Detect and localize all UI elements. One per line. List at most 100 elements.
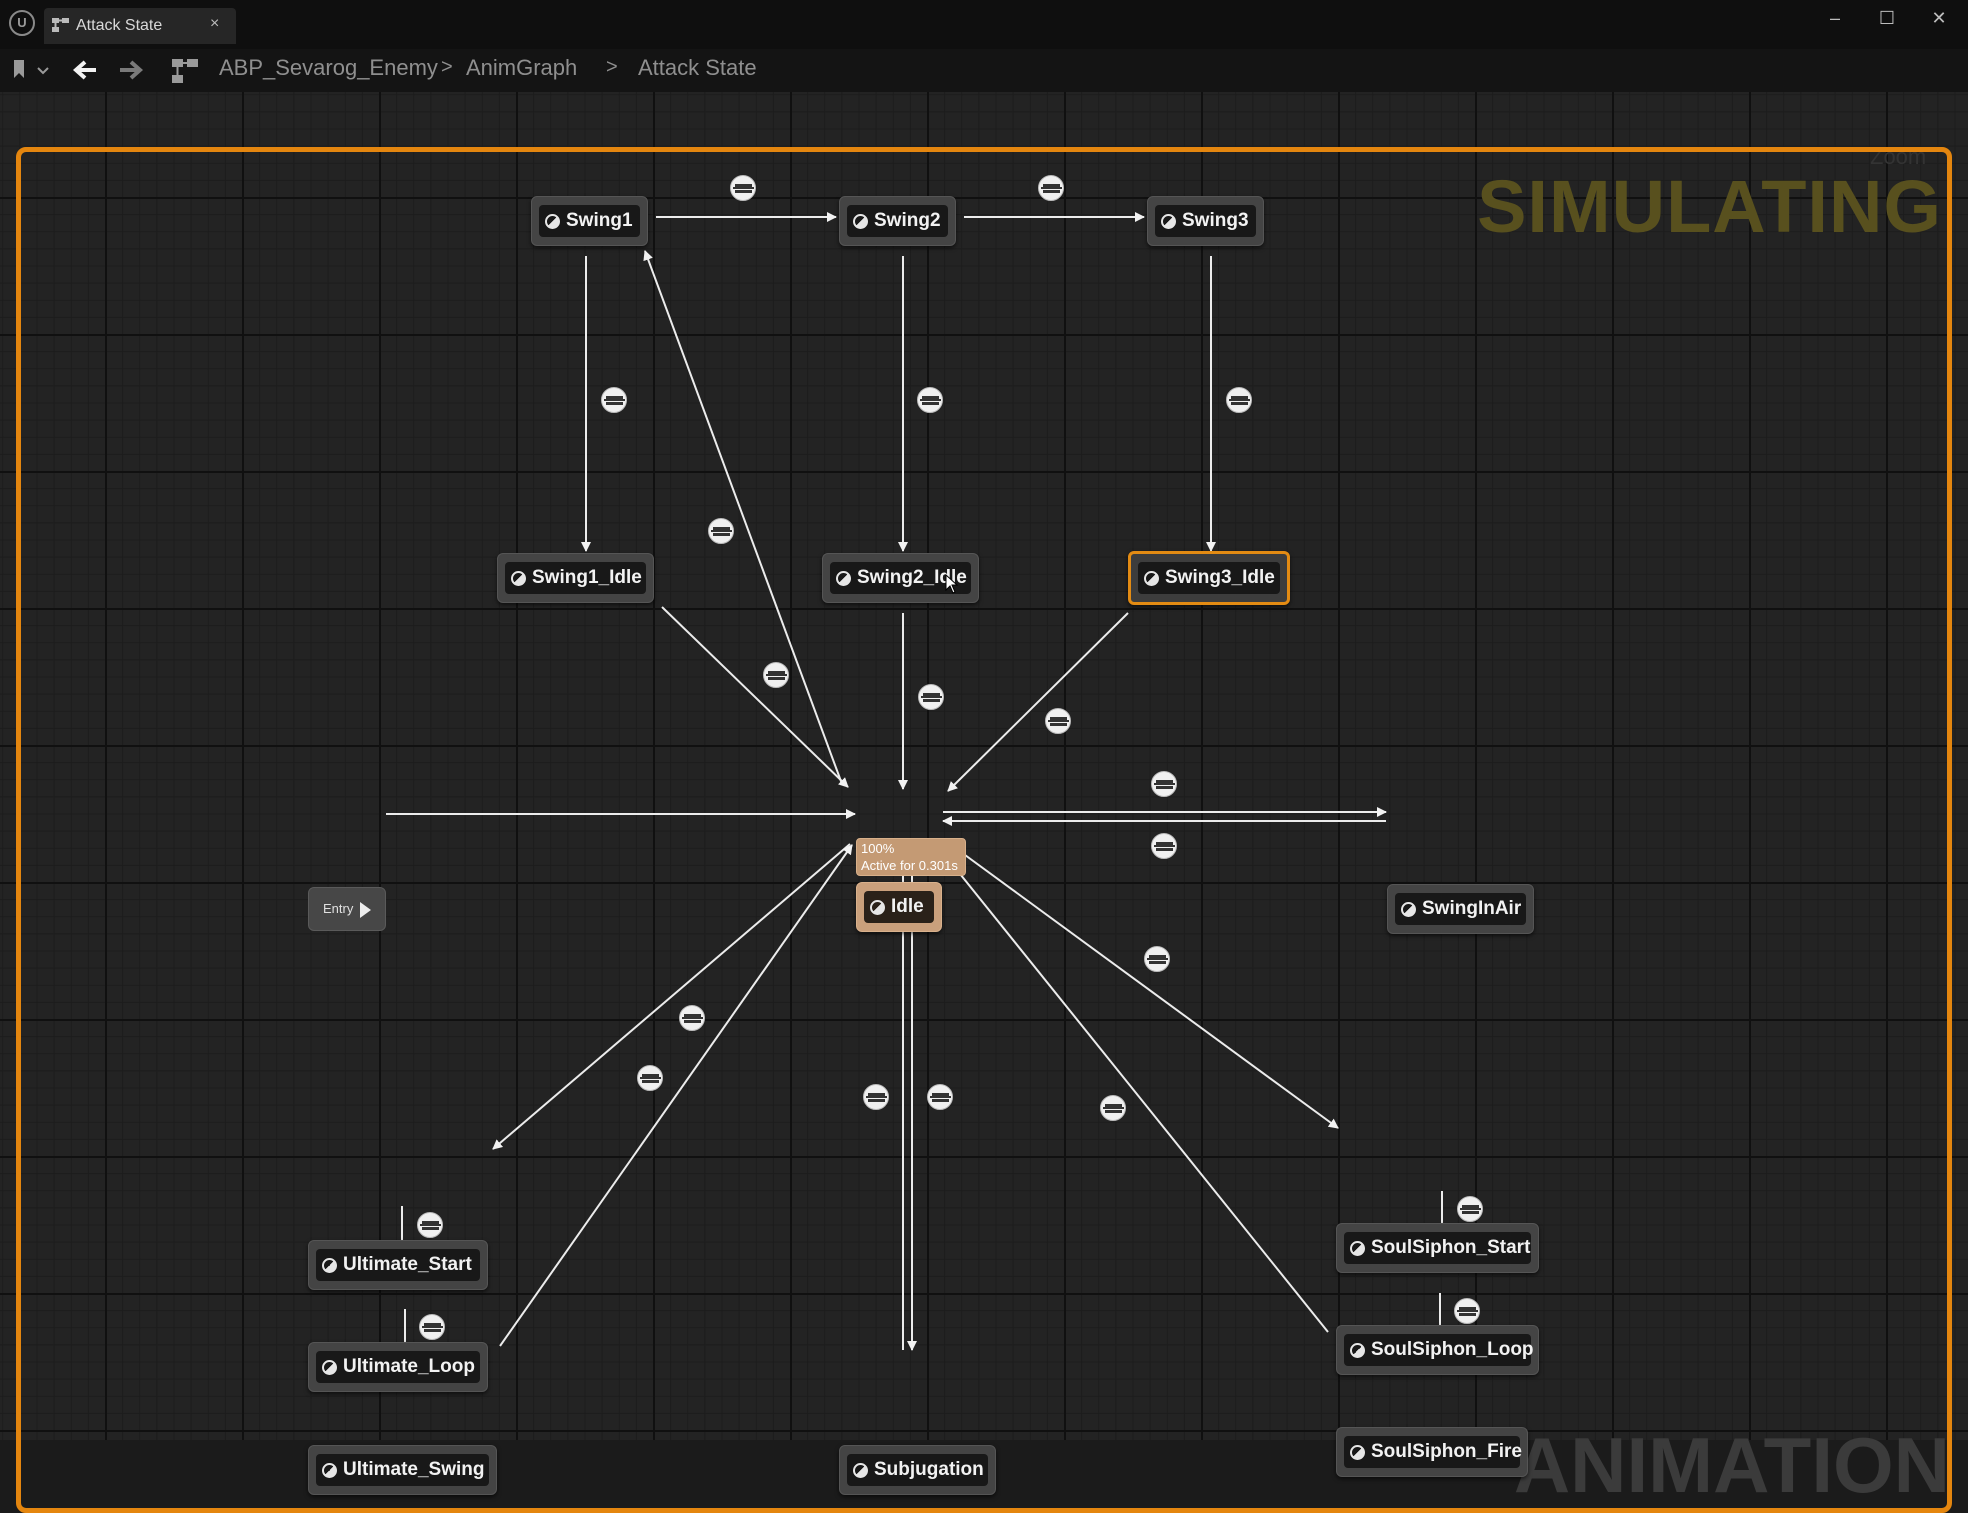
state-icon bbox=[322, 1462, 337, 1478]
state-label: Swing1_Idle bbox=[532, 567, 642, 588]
transition-rule-icon[interactable] bbox=[918, 684, 944, 710]
state-machine-graph-icon bbox=[172, 59, 198, 83]
transition-rule-icon[interactable] bbox=[1100, 1095, 1126, 1121]
transition-rule-icon[interactable] bbox=[1457, 1196, 1483, 1222]
transition-rule-icon[interactable] bbox=[730, 175, 756, 201]
entry-node[interactable]: Entry bbox=[308, 887, 386, 931]
state-swing2-idle[interactable]: Swing2_Idle bbox=[822, 553, 979, 603]
state-machine-tab-icon bbox=[52, 18, 69, 32]
transition-rule-icon[interactable] bbox=[917, 387, 943, 413]
breadcrumb-separator: > bbox=[606, 56, 618, 78]
state-swing2[interactable]: Swing2 bbox=[839, 196, 956, 246]
transition-rule-icon[interactable] bbox=[601, 387, 627, 413]
breadcrumb-animgraph[interactable]: AnimGraph bbox=[466, 55, 578, 80]
simulating-watermark: SIMULATING bbox=[1477, 165, 1942, 248]
state-icon bbox=[1161, 213, 1176, 229]
title-bar: U Attack State × – ☐ ✕ bbox=[0, 0, 1968, 49]
state-label: Idle bbox=[891, 896, 924, 917]
entry-pin-icon[interactable] bbox=[360, 902, 371, 918]
wire-soulsiphon-fire-idle[interactable] bbox=[939, 848, 1329, 1333]
forward-arrow-icon[interactable] bbox=[118, 59, 144, 81]
active-time: Active for 0.301s bbox=[861, 858, 958, 873]
transition-rule-icon[interactable] bbox=[1038, 175, 1064, 201]
back-arrow-icon[interactable] bbox=[72, 59, 98, 81]
transition-rule-icon[interactable] bbox=[419, 1314, 445, 1340]
close-button[interactable]: ✕ bbox=[1931, 8, 1947, 28]
state-label: Swing3_Idle bbox=[1165, 567, 1275, 588]
transition-wires bbox=[386, 212, 1447, 1353]
state-swinginair[interactable]: SwingInAir bbox=[1387, 884, 1534, 934]
active-state-badge: 100% Active for 0.301s bbox=[856, 838, 966, 876]
state-label: Ultimate_Swing bbox=[343, 1459, 485, 1480]
state-icon bbox=[1350, 1444, 1365, 1460]
state-soulsiphon-fire[interactable]: SoulSiphon_Fire bbox=[1336, 1427, 1528, 1477]
mouse-cursor-icon bbox=[945, 574, 959, 594]
tab-close-icon[interactable]: × bbox=[210, 15, 220, 32]
transition-rule-icon[interactable] bbox=[708, 518, 734, 544]
state-soulsiphon-start[interactable]: SoulSiphon_Start bbox=[1336, 1223, 1539, 1273]
tab-title: Attack State bbox=[76, 17, 163, 34]
state-label: Subjugation bbox=[874, 1459, 984, 1480]
state-icon bbox=[1401, 901, 1416, 917]
state-icon bbox=[853, 1462, 868, 1478]
state-subjugation[interactable]: Subjugation bbox=[839, 1445, 996, 1495]
state-label: SoulSiphon_Start bbox=[1371, 1237, 1531, 1258]
transition-rule-icon[interactable] bbox=[1144, 946, 1170, 972]
transition-rule-icon[interactable] bbox=[637, 1065, 663, 1091]
wire-idle-soulsiphon-start[interactable] bbox=[949, 843, 1339, 1129]
state-ultimate-loop[interactable]: Ultimate_Loop bbox=[308, 1342, 488, 1392]
state-label: SoulSiphon_Loop bbox=[1371, 1339, 1534, 1360]
wire-swing3-idle-idle[interactable] bbox=[947, 612, 1129, 792]
state-icon bbox=[836, 570, 851, 586]
state-ultimate-start[interactable]: Ultimate_Start bbox=[308, 1240, 488, 1290]
state-icon bbox=[1350, 1240, 1365, 1256]
wire-swing1-idle-idle[interactable] bbox=[661, 606, 849, 788]
transition-rule-icon[interactable] bbox=[763, 662, 789, 688]
transition-rule-icon[interactable] bbox=[863, 1084, 889, 1110]
state-icon bbox=[511, 570, 526, 586]
state-idle[interactable]: Idle bbox=[856, 882, 942, 932]
breadcrumb-separator: > bbox=[441, 56, 453, 78]
maximize-button[interactable]: ☐ bbox=[1878, 8, 1896, 28]
state-label: Swing2_Idle bbox=[857, 567, 967, 588]
active-weight: 100% bbox=[861, 841, 895, 856]
state-label: SoulSiphon_Fire bbox=[1371, 1441, 1522, 1462]
state-swing1[interactable]: Swing1 bbox=[531, 196, 648, 246]
state-icon bbox=[1144, 570, 1159, 586]
tab-attack-state[interactable]: Attack State × bbox=[44, 8, 236, 44]
state-swing3-idle[interactable]: Swing3_Idle bbox=[1128, 551, 1290, 605]
state-icon bbox=[545, 213, 560, 229]
state-label: Swing1 bbox=[566, 210, 633, 231]
transition-rule-icon[interactable] bbox=[1454, 1298, 1480, 1324]
state-swing3[interactable]: Swing3 bbox=[1147, 196, 1264, 246]
state-label: Swing3 bbox=[1182, 210, 1249, 231]
transition-rule-icon[interactable] bbox=[1226, 387, 1252, 413]
wire-ultimate-swing-idle[interactable] bbox=[499, 844, 853, 1347]
transition-rule-icon[interactable] bbox=[927, 1084, 953, 1110]
state-icon bbox=[870, 899, 885, 915]
breadcrumb-anim-blueprint[interactable]: ABP_Sevarog_Enemy bbox=[219, 55, 438, 80]
state-label: Ultimate_Loop bbox=[343, 1356, 475, 1377]
unreal-logo-icon[interactable]: U bbox=[9, 10, 35, 36]
state-icon bbox=[1350, 1342, 1365, 1358]
state-soulsiphon-loop[interactable]: SoulSiphon_Loop bbox=[1336, 1325, 1539, 1375]
wire-idle-swing1[interactable] bbox=[643, 250, 843, 785]
minimize-button[interactable]: – bbox=[1829, 8, 1840, 28]
state-label: Ultimate_Start bbox=[343, 1254, 472, 1275]
state-swing1-idle[interactable]: Swing1_Idle bbox=[497, 553, 654, 603]
wire-idle-ultimate-start[interactable] bbox=[492, 843, 851, 1150]
transition-rule-icon[interactable] bbox=[1045, 708, 1071, 734]
transition-rule-icon[interactable] bbox=[1151, 771, 1177, 797]
graph-toolbar: ABP_Sevarog_Enemy > AnimGraph > Attack S… bbox=[0, 49, 1968, 92]
state-label: Swing2 bbox=[874, 210, 941, 231]
state-ultimate-swing[interactable]: Ultimate_Swing bbox=[308, 1445, 497, 1495]
state-icon bbox=[322, 1359, 337, 1375]
state-machine-graph[interactable]: Zoom SIMULATING ANIMATION bbox=[0, 92, 1968, 1513]
transition-rule-icon[interactable] bbox=[679, 1005, 705, 1031]
state-icon bbox=[853, 213, 868, 229]
transition-rule-icon[interactable] bbox=[1151, 833, 1177, 859]
breadcrumb-attack-state[interactable]: Attack State bbox=[638, 55, 757, 80]
bookmark-dropdown-icon[interactable] bbox=[12, 59, 52, 81]
state-label: SwingInAir bbox=[1422, 898, 1522, 919]
transition-rule-icon[interactable] bbox=[417, 1212, 443, 1238]
